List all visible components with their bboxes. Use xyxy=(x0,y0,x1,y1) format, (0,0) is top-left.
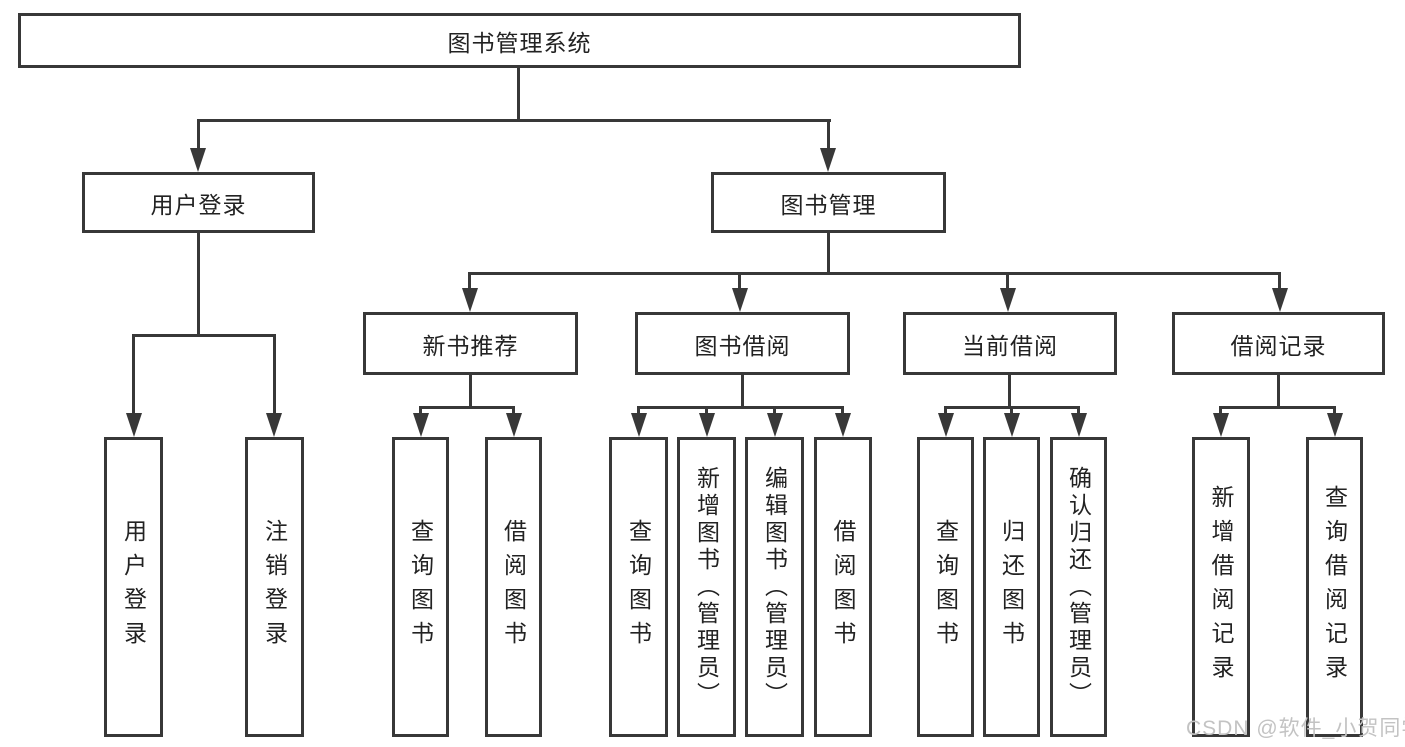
leaf-add-book-admin: 新增图书（管理员） xyxy=(677,437,736,737)
leaf-query-borrow-record-label: 查询借阅记录 xyxy=(1321,485,1348,689)
node-root-label: 图书管理系统 xyxy=(447,29,592,56)
connector-line xyxy=(1008,375,1011,408)
connector-line xyxy=(132,334,135,416)
node-book-borrowing-label: 图书借阅 xyxy=(694,332,791,359)
leaf-query-books-borrowing-label: 查询图书 xyxy=(625,519,652,655)
leaf-borrow-books-recommend-label: 借阅图书 xyxy=(500,519,527,655)
leaf-add-borrow-record: 新增借阅记录 xyxy=(1192,437,1250,737)
arrow-down-icon xyxy=(835,413,851,437)
leaf-query-books-current: 查询图书 xyxy=(917,437,974,737)
arrow-down-icon xyxy=(1213,413,1229,437)
watermark: CSDN @软件_小贺同学 xyxy=(1186,717,1405,740)
arrow-down-icon xyxy=(506,413,522,437)
node-book-management: 图书管理 xyxy=(711,172,946,233)
node-book-management-label: 图书管理 xyxy=(780,191,877,218)
connector-line xyxy=(1219,406,1336,409)
leaf-query-books-recommend-label: 查询图书 xyxy=(407,519,434,655)
leaf-confirm-return-admin: 确认归还（管理员） xyxy=(1050,437,1107,737)
arrow-down-icon xyxy=(938,413,954,437)
connector-line xyxy=(469,375,472,408)
connector-line xyxy=(197,233,200,336)
leaf-add-borrow-record-label: 新增借阅记录 xyxy=(1208,485,1234,689)
leaf-query-books-borrowing: 查询图书 xyxy=(609,437,668,737)
leaf-confirm-return-admin-label: 确认归还（管理员） xyxy=(1065,465,1092,709)
leaf-user-login: 用户登录 xyxy=(104,437,163,737)
arrow-down-icon xyxy=(462,288,478,312)
leaf-logout: 注销登录 xyxy=(245,437,304,737)
node-borrowing-records: 借阅记录 xyxy=(1172,312,1385,375)
connector-line xyxy=(1077,406,1080,416)
connector-line xyxy=(944,406,947,416)
connector-line xyxy=(637,406,640,416)
connector-line xyxy=(468,272,1281,275)
connector-line xyxy=(419,406,422,416)
node-user-login: 用户登录 xyxy=(82,172,315,233)
node-book-borrowing: 图书借阅 xyxy=(635,312,850,375)
connector-line xyxy=(197,119,200,151)
arrow-down-icon xyxy=(190,148,206,172)
leaf-query-books-current-label: 查询图书 xyxy=(932,519,959,655)
connector-line xyxy=(1333,406,1336,416)
node-current-borrowing-label: 当前借阅 xyxy=(962,332,1058,359)
connector-line xyxy=(1006,272,1009,290)
connector-line xyxy=(637,406,844,409)
arrow-down-icon xyxy=(1327,413,1343,437)
arrow-down-icon xyxy=(631,413,647,437)
connector-line xyxy=(841,406,844,416)
connector-line xyxy=(1010,406,1013,416)
arrow-down-icon xyxy=(1272,288,1288,312)
leaf-return-books-label: 归还图书 xyxy=(998,519,1025,655)
leaf-query-borrow-record: 查询借阅记录 xyxy=(1306,437,1363,737)
connector-line xyxy=(773,406,776,416)
connector-line xyxy=(517,68,520,120)
arrow-down-icon xyxy=(1000,288,1016,312)
arrow-down-icon xyxy=(266,413,282,437)
arrow-down-icon xyxy=(1071,413,1087,437)
connector-line xyxy=(273,334,276,416)
connector-line xyxy=(741,375,744,408)
connector-line xyxy=(705,406,708,416)
connector-line xyxy=(1278,272,1281,290)
connector-line xyxy=(1219,406,1222,416)
connector-line xyxy=(197,119,831,122)
leaf-add-book-admin-label: 新增图书（管理员） xyxy=(693,465,720,709)
arrow-down-icon xyxy=(699,413,715,437)
connector-line xyxy=(1277,375,1280,408)
connector-line xyxy=(419,406,515,409)
connector-line xyxy=(827,233,830,274)
arrow-down-icon xyxy=(1004,413,1020,437)
leaf-query-books-recommend: 查询图书 xyxy=(392,437,449,737)
connector-line xyxy=(132,334,276,337)
arrow-down-icon xyxy=(820,148,836,172)
leaf-borrow-books-borrowing: 借阅图书 xyxy=(814,437,872,737)
node-new-book-recommend-label: 新书推荐 xyxy=(422,332,519,359)
leaf-edit-book-admin: 编辑图书（管理员） xyxy=(745,437,804,737)
connector-line xyxy=(738,272,741,290)
leaf-logout-label: 注销登录 xyxy=(261,519,288,655)
connector-line xyxy=(468,272,471,290)
arrow-down-icon xyxy=(732,288,748,312)
node-current-borrowing: 当前借阅 xyxy=(903,312,1117,375)
leaf-borrow-books-borrowing-label: 借阅图书 xyxy=(830,519,856,655)
leaf-edit-book-admin-label: 编辑图书（管理员） xyxy=(761,465,788,709)
connector-line xyxy=(512,406,515,416)
leaf-borrow-books-recommend: 借阅图书 xyxy=(485,437,542,737)
leaf-user-login-label: 用户登录 xyxy=(120,519,147,655)
arrow-down-icon xyxy=(413,413,429,437)
node-user-login-label: 用户登录 xyxy=(150,191,247,218)
leaf-return-books: 归还图书 xyxy=(983,437,1040,737)
arrow-down-icon xyxy=(767,413,783,437)
node-root: 图书管理系统 xyxy=(18,13,1021,68)
node-borrowing-records-label: 借阅记录 xyxy=(1230,332,1327,359)
connector-line xyxy=(827,119,830,151)
arrow-down-icon xyxy=(126,413,142,437)
node-new-book-recommend: 新书推荐 xyxy=(363,312,578,375)
